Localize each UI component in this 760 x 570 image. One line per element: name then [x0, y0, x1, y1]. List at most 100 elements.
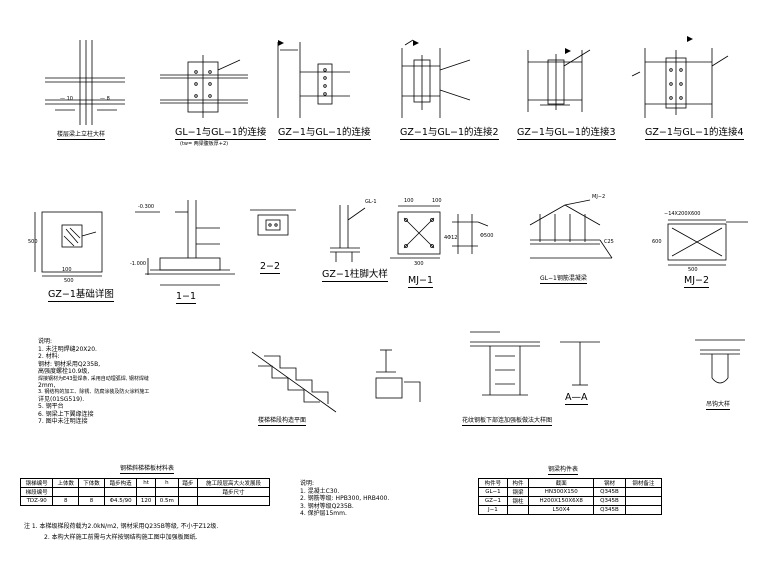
d7-dim-a: 500 [64, 278, 74, 284]
stair-table: 钢梯编号 上体数 下体数 踏步构造 ht h 踏步 施工段层高大火发展段 梯段编… [19, 478, 271, 506]
detail-foundation-plan [34, 211, 103, 277]
stair-table-cell: 8 [78, 496, 105, 506]
d12-dim-b: C25 [604, 239, 614, 245]
detail-gl-1-concrete-beam [529, 199, 613, 259]
caption-concrete-beam: GL−1钢筋混凝梁 [540, 275, 587, 284]
detail-gz-gl-connection-3 [527, 49, 591, 112]
mid-notes-line: 4. 保护层15mm. [300, 510, 347, 517]
caption-checker-plate: 花纹钢板下部连加强板做法大样图 [462, 417, 553, 426]
stair-table-header: 钢梯编号 [19, 478, 54, 488]
notes-title: 说明: [38, 338, 53, 345]
member-table-cell: L50X4 [528, 505, 595, 515]
detail-section-2-2 [250, 209, 296, 236]
notes-line: 2. 材料: [38, 353, 60, 360]
d7-dim-c: 500 [28, 239, 38, 245]
caption-a-a: A—A [565, 392, 588, 405]
caption-section-1-1: 1−1 [176, 291, 197, 304]
member-table-header: 构件号 [478, 478, 508, 488]
member-table-cell [506, 505, 530, 515]
d8-dim-b: -1.000 [130, 261, 147, 267]
detail-checker-plate [470, 331, 600, 396]
detail-hook [695, 339, 745, 384]
stair-table-cell: 8 [52, 496, 80, 506]
stair-table-header: 施工段层高大火发展段 [196, 478, 271, 488]
notes-line: 1. 未注明焊缝20X20. [38, 345, 97, 353]
detail-gz-gl-connection-2 [401, 39, 471, 118]
member-table-cell: HN300X150 [528, 487, 595, 497]
stair-table-cell: Φ4.5/90 [103, 496, 138, 506]
caption-gz-gl-3: GZ−1与GL−1的连接3 [517, 127, 616, 140]
notes-line: 详见(01SG519). [38, 395, 85, 403]
stair-table-note-1: 注 1. 本梯级梯段荷载为2.0kN/m2, 钢材采用Q235B等级, 不小于Z… [24, 523, 219, 530]
member-table-cell: H200X150X6X8 [528, 496, 595, 506]
stair-table-header: ht [136, 478, 156, 488]
notes-line: 焊接钢材为E43型焊条, 采用自动埋弧焊, 钢材焊缝 [38, 375, 149, 382]
d13-dim-a: −14X200X600 [664, 211, 701, 217]
caption-column-on-beam: 楼层梁上立柱大样 [57, 131, 106, 140]
d1-dim-10: — 10 [60, 96, 73, 102]
member-table-cell: 钢梁 [506, 487, 530, 497]
member-table: 构件号 构件 截面 钢材 钢材备注 GL−1 钢梁 HN300X150 Q345… [478, 478, 663, 515]
d8-dim-a: -0.300 [138, 204, 155, 210]
caption-gl-gl-sub: (tw= 两梁腹板厚+2) [180, 141, 229, 147]
detail-gz-gl-connection [277, 42, 350, 118]
stair-table-header: 下体数 [78, 478, 105, 488]
member-table-cell: 钢柱 [506, 496, 530, 506]
notes-line: 高强度螺栓10.9级, [38, 368, 90, 375]
mid-notes-line: 2. 钢筋等级: HPB300, HRB400. [300, 495, 390, 502]
d11-dim-a: 100 [404, 198, 414, 204]
member-table-cell: GZ−1 [478, 496, 508, 506]
detail-mj-1 [390, 205, 489, 259]
notes-line: 钢材: 钢材采用Q235B, [38, 360, 101, 368]
mid-notes-title: 说明: [300, 480, 315, 487]
detail-gl-gl-connection [160, 55, 248, 118]
member-table-cell: Q345B [593, 487, 626, 497]
stair-table-subheader: 梯段编号 [19, 487, 54, 497]
member-table-cell: Q345B [593, 505, 626, 515]
caption-gz-gl-2: GZ−1与GL−1的连接2 [400, 127, 499, 140]
member-table-header: 钢材备注 [624, 478, 663, 488]
detail-gz-gl-connection-4 [631, 48, 729, 118]
stair-table-header: 踏步 [177, 478, 198, 488]
stair-table-header: 踏步构造 [103, 478, 138, 488]
notes-line: 7. 图中未注明连接 [38, 418, 88, 425]
caption-gl-gl: GL−1与GL−1的连接 [175, 127, 267, 140]
detail-stair-plan [251, 349, 421, 413]
detail-column-foot [330, 205, 366, 262]
member-table-header: 钢材 [593, 478, 626, 488]
member-table-cell: J−1 [478, 505, 508, 515]
notes-line: 2mm, [38, 381, 56, 389]
concrete-notes: 说明: 1. 混凝土C30. 2. 钢筋等级: HPB300, HRB400. … [300, 480, 389, 518]
d11-dim-d: 4Φ12 [444, 235, 458, 241]
d13-dim-c: 600 [652, 239, 662, 245]
caption-mj-2: MJ−2 [684, 275, 710, 288]
detail-mj-2 [667, 219, 748, 266]
notes-line: 3. 钢结构的加工、除锈、防腐涂装及防火涂料施工 [38, 389, 150, 396]
d12-dim-a: MJ−2 [592, 194, 606, 200]
notes-line: 6. 钢梁上下翼缘连接 [38, 410, 94, 418]
member-table-header: 截面 [528, 478, 595, 488]
stair-table-title: 钢梯斜梯梯板材料表 [120, 465, 175, 474]
stair-table-header: 上体数 [52, 478, 80, 488]
stair-table-cell: TDZ-90 [19, 496, 54, 506]
notes-line: 5. 钢平台 [38, 403, 64, 410]
caption-gz-gl-4: GZ−1与GL−1的连接4 [645, 127, 744, 140]
d1-dim-8: — 8 [100, 96, 110, 102]
member-table-cell: Q345B [593, 496, 626, 506]
caption-section-2-2: 2−2 [260, 261, 281, 274]
flag-markers [278, 36, 693, 54]
d13-dim-b: 500 [688, 267, 698, 273]
stair-table-cell: 120 [136, 496, 156, 506]
detail-section-1-1 [135, 200, 235, 286]
d11-dim-b: 300 [414, 261, 424, 267]
stair-table-note-2: 2. 本构大样施工前需与大样按钢结构施工图中加强板图纸. [44, 534, 198, 541]
d10-label: GL-1 [365, 199, 377, 205]
caption-hook: 吊钩大样 [706, 401, 731, 410]
d11-dim-e: Φ500 [480, 233, 494, 239]
general-notes: 说明: 1. 未注明焊缝20X20. 2. 材料: 钢材: 钢材采用Q235B,… [38, 338, 188, 426]
caption-mj-1: MJ−1 [408, 275, 434, 288]
caption-stair-plan: 楼梯梯段构造平面 [258, 417, 307, 426]
stair-table-cell: 0.5m [154, 496, 179, 506]
mid-notes-line: 1. 混凝土C30. [300, 487, 340, 495]
